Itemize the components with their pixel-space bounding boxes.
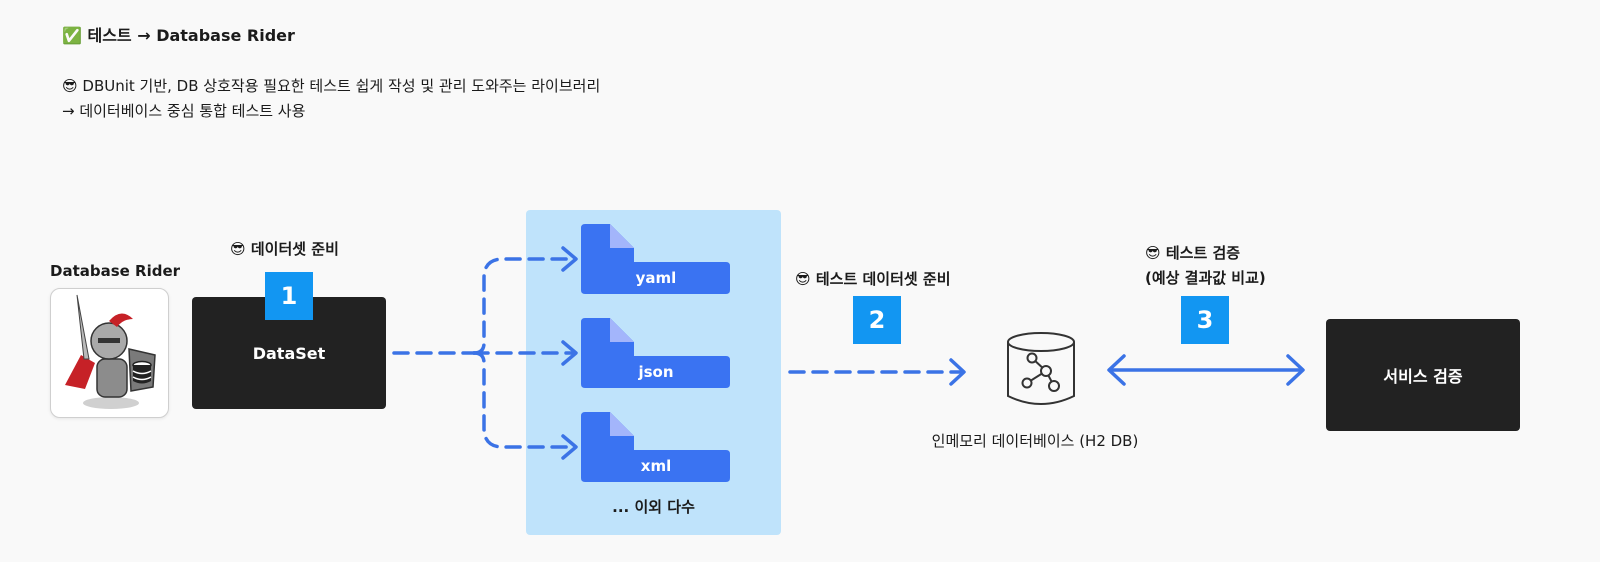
xml-file-icon xyxy=(581,412,730,482)
step-3-label: 😎 테스트 검증 (예상 결과값 비교) xyxy=(1145,241,1266,291)
json-file-icon xyxy=(581,318,730,388)
step-3-label-line-2: (예상 결과값 비교) xyxy=(1145,269,1266,287)
description-line-2: → 데이터베이스 중심 통합 테스트 사용 xyxy=(62,102,306,120)
dataset-box-label: DataSet xyxy=(252,343,326,363)
dataset-box: DataSet xyxy=(192,297,386,409)
xml-file-label: xml xyxy=(640,457,672,475)
page-title: ✅ 테스트 → Database Rider xyxy=(62,26,295,45)
database-icon xyxy=(1007,332,1075,405)
verify-double-arrow xyxy=(1107,354,1305,386)
step-2-label: 😎 테스트 데이터셋 준비 xyxy=(795,270,951,288)
step-3-badge: 3 xyxy=(1181,296,1229,344)
knight-database-icon xyxy=(65,294,156,409)
json-file-label: json xyxy=(638,363,674,381)
step-3-label-line-1: 😎 테스트 검증 xyxy=(1145,244,1241,262)
service-verify-box: 서비스 검증 xyxy=(1326,319,1520,431)
dataset-branch-arrows xyxy=(392,257,576,449)
yaml-file-label: yaml xyxy=(635,269,677,287)
description: 😎 DBUnit 기반, DB 상호작용 필요한 테스트 쉽게 작성 및 관리 … xyxy=(62,74,600,124)
step-1-label: 😎 데이터셋 준비 xyxy=(230,240,339,258)
logo-label: Database Rider xyxy=(50,262,181,280)
step-2-badge: 2 xyxy=(853,296,901,344)
yaml-file-icon xyxy=(581,224,730,294)
step-1-badge: 1 xyxy=(265,272,313,320)
more-formats-label: ... 이외 다수 xyxy=(612,498,695,516)
service-verify-label: 서비스 검증 xyxy=(1383,367,1463,386)
database-rider-logo xyxy=(50,288,169,418)
description-line-1: 😎 DBUnit 기반, DB 상호작용 필요한 테스트 쉽게 작성 및 관리 … xyxy=(62,77,601,95)
to-database-arrow xyxy=(788,358,966,386)
dataset-arrowheads xyxy=(561,246,578,460)
database-label: 인메모리 데이터베이스 (H2 DB) xyxy=(931,432,1139,450)
